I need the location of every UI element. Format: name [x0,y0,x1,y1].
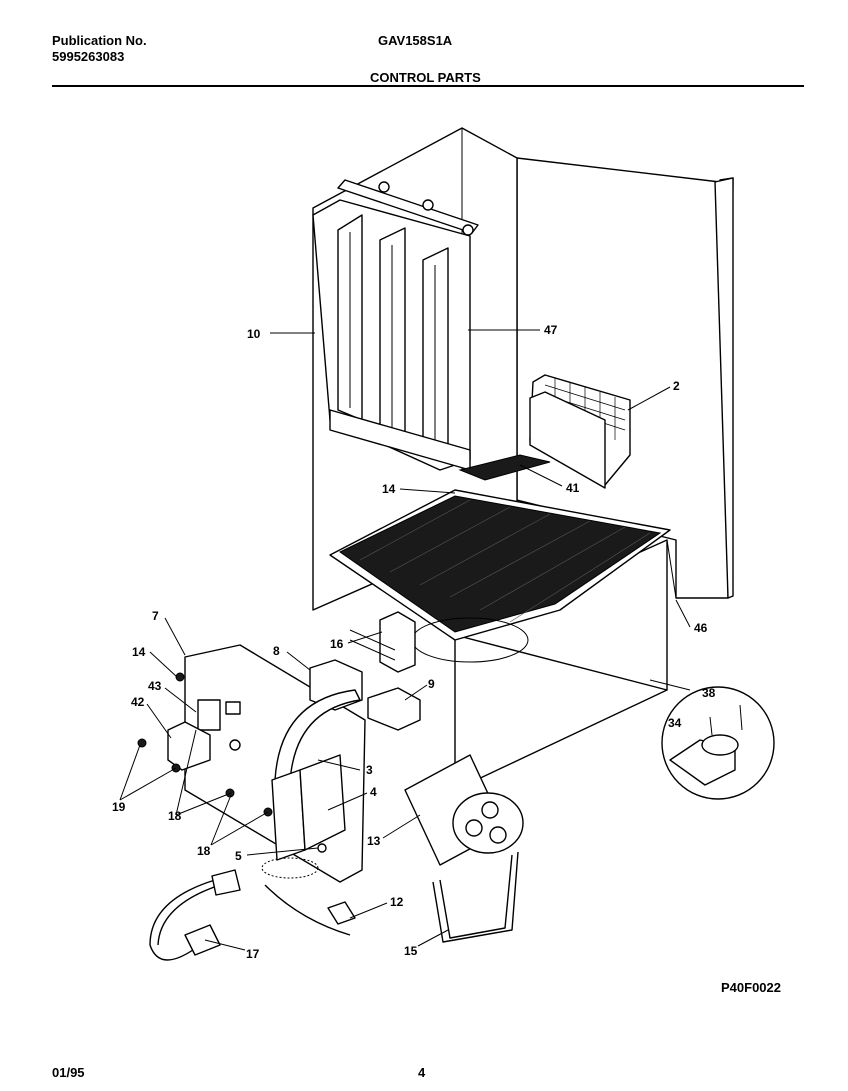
callout-7: 7 [152,609,159,623]
callout-14-upper: 14 [382,482,396,496]
callout-16: 16 [330,637,344,651]
callout-41: 41 [566,481,580,495]
callout-10: 10 [247,327,261,341]
callout-13: 13 [367,834,381,848]
motor-housing [404,754,524,866]
callout-5: 5 [235,849,242,863]
footer-date: 01/95 [52,1065,85,1080]
control-bracket [312,179,479,471]
callout-3: 3 [366,763,373,777]
callout-18-b: 18 [197,844,211,858]
callout-14-lower: 14 [132,645,146,659]
page-number: 4 [418,1065,426,1080]
callout-8: 8 [273,644,280,658]
bracket-arm [271,689,361,861]
header-rule [52,85,804,87]
publication-number: 5995263083 [52,49,125,64]
callout-9: 9 [428,677,435,691]
callout-17: 17 [246,947,260,961]
callout-34: 34 [668,716,682,730]
callout-19: 19 [112,800,126,814]
callout-18-a: 18 [168,809,182,823]
damper-grille [458,374,631,489]
figure-code: P40F0022 [721,980,781,995]
callout-47: 47 [544,323,558,337]
power-cord [149,869,241,961]
evaporator-panel [329,489,671,663]
callout-4: 4 [370,785,377,799]
leader-lines [119,329,691,951]
callout-2: 2 [673,379,680,393]
publication-label: Publication No. [52,33,147,48]
callout-12: 12 [390,895,404,909]
callout-38: 38 [702,686,716,700]
callout-42: 42 [131,695,145,709]
callout-15: 15 [404,944,418,958]
model-number: GAV158S1A [378,33,453,48]
inset-detail [649,679,775,800]
sensor-probe [261,857,356,936]
mounting-bracket [432,851,519,943]
callout-43: 43 [148,679,162,693]
section-title: CONTROL PARTS [370,70,481,85]
callout-46: 46 [694,621,708,635]
